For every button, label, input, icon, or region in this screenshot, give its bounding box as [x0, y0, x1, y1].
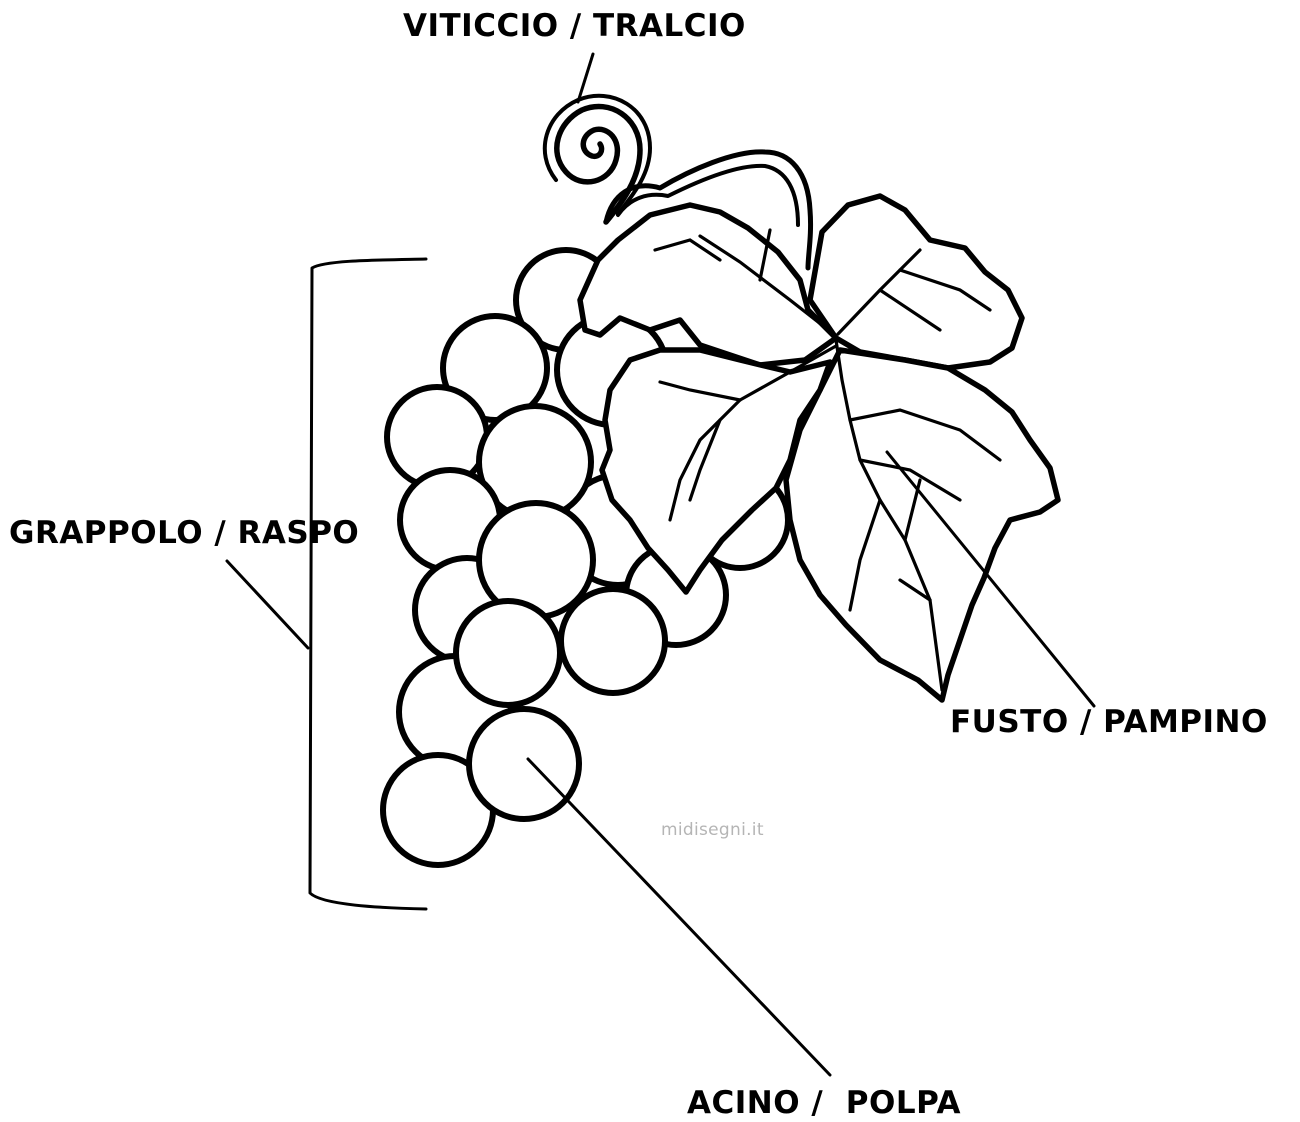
leaf-lower-right — [786, 350, 1058, 700]
leaf-upper-right — [810, 196, 1022, 368]
bunch-pointer — [227, 561, 308, 648]
label-tendril: VITICCIO / TRALCIO — [403, 11, 746, 42]
watermark: midisegni.it — [661, 820, 764, 840]
label-stem: FUSTO / PAMPINO — [950, 707, 1268, 738]
berry-pointer — [528, 759, 830, 1075]
tendril-spiral — [545, 96, 650, 222]
berry — [456, 601, 560, 705]
label-berry: ACINO / POLPA — [687, 1088, 961, 1119]
berry — [469, 709, 579, 819]
label-bunch: GRAPPOLO / RASPO — [9, 518, 359, 549]
berry — [561, 589, 665, 693]
